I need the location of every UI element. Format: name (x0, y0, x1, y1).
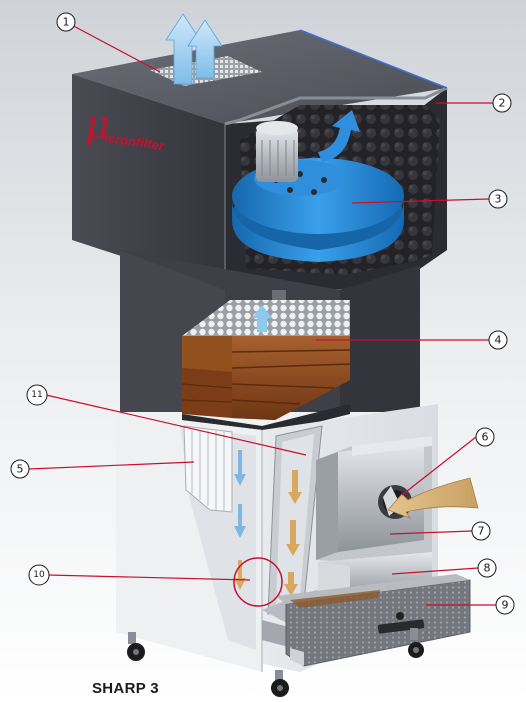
callout-3: 3 (488, 189, 508, 209)
callout-8: 8 (477, 558, 497, 578)
callout-10: 10 (28, 564, 50, 586)
callout-9: 9 (495, 595, 515, 615)
callout-6: 6 (475, 427, 495, 447)
exhaust-arrows (165, 13, 223, 85)
inlet-airflow-arrow (387, 477, 479, 519)
callout-5-label: 5 (17, 463, 24, 476)
callout-2: 2 (492, 93, 512, 113)
callout-7-label: 7 (478, 525, 485, 538)
callouts: 1 2 3 4 5 6 7 8 9 10 11 (10, 12, 515, 615)
callout-2-label: 2 (499, 97, 506, 110)
casters (127, 628, 424, 697)
collection-drawer (276, 574, 471, 667)
callout-9-label: 9 (502, 599, 509, 612)
fan-assembly (232, 110, 404, 262)
model-name: SHARP 3 (92, 680, 159, 697)
callout-1-label: 1 (63, 16, 70, 29)
callout-8-label: 8 (484, 562, 491, 575)
callout-4: 4 (488, 330, 508, 350)
callout-11-label: 11 (31, 390, 42, 400)
brand-mark: μ (85, 103, 110, 147)
callout-7: 7 (471, 521, 491, 541)
callout-5: 5 (10, 459, 30, 479)
leader-lines (28, 21, 496, 606)
drawer-handle[interactable] (377, 619, 425, 634)
callout-10-label: 10 (33, 570, 45, 580)
callout-1: 1 (56, 12, 76, 32)
airflow-arrow-fan (318, 110, 360, 162)
callout-3-label: 3 (495, 193, 502, 206)
callout-6-label: 6 (482, 431, 489, 444)
fan-motor (256, 128, 298, 182)
callout-11: 11 (26, 384, 48, 406)
main-filter (181, 300, 351, 436)
callout-4-label: 4 (495, 334, 502, 347)
detail-circle (233, 557, 283, 607)
